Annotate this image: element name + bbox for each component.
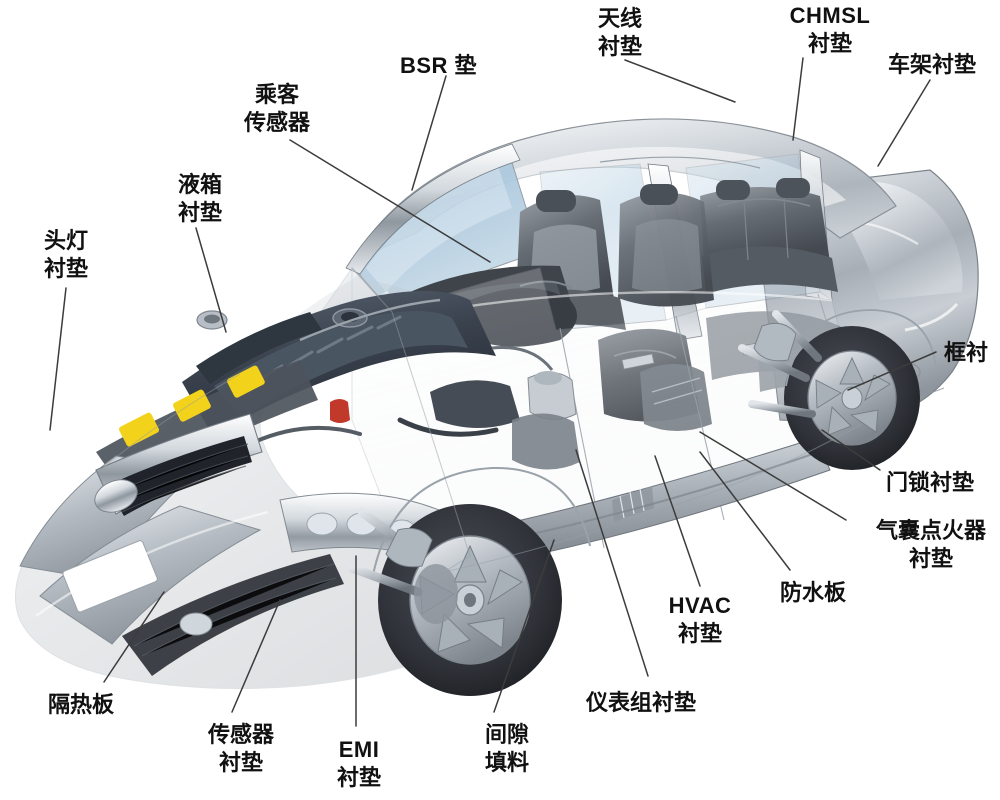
hvac-pad-leader <box>654 455 701 587</box>
callout-label-sensor-pad-line-1: 衬垫 <box>218 751 263 776</box>
front-end <box>19 413 453 676</box>
callout-label-heat-shield: 隔热板 <box>48 692 138 720</box>
callout-label-passenger-sensor-line-0: 乘客 <box>254 83 299 108</box>
cutaway-ghost-edges <box>97 267 863 573</box>
callout-label-cluster-pad: 仪表组衬垫 <box>586 690 726 718</box>
callout-label-frame-pad-line-0: 车架衬垫 <box>888 53 977 78</box>
callout-label-headlamp-pad-line-1: 衬垫 <box>43 257 88 282</box>
passenger-sensor-leader <box>289 139 491 263</box>
sensor-pad-leader <box>231 599 281 713</box>
door-lock-pad-leader <box>821 429 881 471</box>
frame-pad-leader <box>877 79 931 167</box>
callout-label-bsr-pad-line-0: BSR 垫 <box>400 53 478 78</box>
callout-label-waterproof-panel: 防水板 <box>780 580 870 608</box>
callout-label-heat-shield-line-0: 隔热板 <box>48 693 115 718</box>
gap-filler-leader <box>493 539 555 713</box>
callout-label-hvac-pad: HVAC 衬垫 <box>652 592 748 648</box>
airbag-igniter-pad-leader <box>699 431 847 521</box>
tank-pad-leader <box>195 227 227 333</box>
callout-label-emi-pad-line-0: EMI <box>338 737 380 762</box>
callout-label-sensor-pad: 传感器衬垫 <box>192 722 290 778</box>
cluster-pad-leader <box>575 449 649 677</box>
callout-label-antenna-pad-line-1: 衬垫 <box>597 35 642 60</box>
callout-label-gap-filler-line-1: 填料 <box>484 751 529 776</box>
callout-label-airbag-igniter-pad: 气囊点火器衬垫 <box>862 518 1000 574</box>
callout-label-tank-pad-line-0: 液箱 <box>177 173 222 198</box>
chmsl-pad-leader <box>792 57 804 141</box>
bsr-pad-leader <box>411 75 447 191</box>
callout-label-airbag-igniter-pad-line-1: 衬垫 <box>908 547 953 572</box>
callout-label-sensor-pad-line-0: 传感器 <box>207 723 274 748</box>
callout-label-chmsl-pad: CHMSL 衬垫 <box>770 2 890 58</box>
antenna-pad-leader <box>624 59 736 103</box>
callout-label-headlamp-pad-line-0: 头灯 <box>43 229 88 254</box>
callout-label-frame-bush: 框衬 <box>944 340 1000 368</box>
callout-label-hvac-pad-line-0: HVAC <box>668 593 732 618</box>
callout-label-door-lock-pad-line-0: 门锁衬垫 <box>886 471 975 496</box>
callout-label-tank-pad: 液箱衬垫 <box>152 172 248 228</box>
callout-label-waterproof-panel-line-0: 防水板 <box>780 581 847 606</box>
callout-label-chmsl-pad-line-1: 衬垫 <box>807 31 852 56</box>
callout-label-frame-pad: 车架衬垫 <box>888 52 1000 80</box>
callout-label-antenna-pad-line-0: 天线 <box>597 7 642 32</box>
frame-bush-leader <box>847 351 937 391</box>
leader-line-layer <box>49 57 937 727</box>
headlamp-pad-leader <box>49 287 67 431</box>
callout-label-gap-filler: 间隙填料 <box>470 722 544 778</box>
callout-label-gap-filler-line-0: 间隙 <box>484 723 529 748</box>
callout-label-passenger-sensor: 乘客传感器 <box>222 82 332 138</box>
waterproof-panel-leader <box>699 451 791 571</box>
callout-label-airbag-igniter-pad-line-0: 气囊点火器 <box>875 519 986 544</box>
callout-label-tank-pad-line-1: 衬垫 <box>177 201 222 226</box>
callout-label-emi-pad-line-1: 衬垫 <box>336 765 381 790</box>
callout-label-passenger-sensor-line-1: 传感器 <box>243 111 310 136</box>
callout-label-headlamp-pad: 头灯衬垫 <box>24 228 108 284</box>
callout-label-antenna-pad: 天线衬垫 <box>565 6 675 62</box>
callout-label-bsr-pad: BSR 垫 <box>400 52 500 80</box>
callout-label-frame-bush-line-0: 框衬 <box>944 341 989 366</box>
rear-wheel-assembly <box>738 309 937 470</box>
callout-label-chmsl-pad-line-0: CHMSL <box>789 3 871 28</box>
heat-shield-leader <box>103 591 165 683</box>
callout-label-emi-pad: EMI 衬垫 <box>322 736 396 792</box>
callout-label-door-lock-pad: 门锁衬垫 <box>886 470 1000 498</box>
callout-label-hvac-pad-line-1: 衬垫 <box>677 621 722 646</box>
callout-label-cluster-pad-line-0: 仪表组衬垫 <box>586 691 697 716</box>
